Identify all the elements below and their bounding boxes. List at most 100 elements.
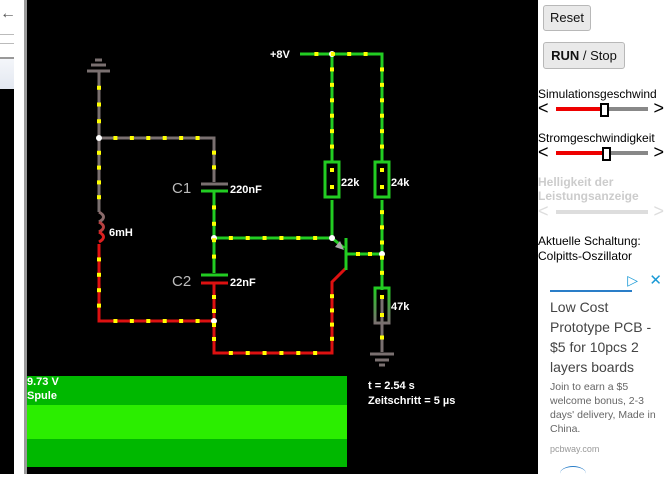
ad-title[interactable]: Low Cost Prototype PCB - $5 for 10pcs 2 … [550, 299, 652, 375]
capacitor-c2[interactable] [201, 273, 228, 285]
c2-name: C2 [172, 273, 191, 290]
gap [14, 0, 24, 474]
sim-speed-label: Simulationsgeschwind [538, 87, 657, 101]
current-dot [97, 272, 101, 277]
current-dot [380, 129, 384, 134]
scope-band-middle [27, 405, 347, 439]
current-dot [97, 150, 101, 155]
current-dot [347, 52, 352, 56]
power-brightness-label-1: Helligkeit der [538, 175, 614, 189]
current-dot [330, 308, 334, 313]
advertisement[interactable]: ▷ ✕ Low Cost Prototype PCB - $5 for 10pc… [548, 270, 668, 474]
ad-body[interactable]: Join to earn a $5 welcome bonus, 2-3 day… [550, 381, 656, 435]
current-dot [195, 136, 200, 140]
slider-thumb[interactable] [600, 103, 609, 117]
r2-value: 24k [391, 177, 410, 189]
resistor-47k[interactable] [373, 286, 391, 325]
current-dot [314, 52, 319, 56]
inductor-6mh[interactable] [98, 210, 105, 244]
divider [0, 34, 14, 35]
current-dot [97, 119, 101, 124]
scope-band-top [27, 376, 347, 405]
current-dot [296, 351, 301, 355]
current-dot [129, 136, 134, 140]
current-dot [380, 98, 384, 103]
current-dot [330, 67, 334, 72]
current-dot [212, 221, 216, 226]
current-dot [162, 319, 167, 323]
current-dot [212, 323, 216, 327]
current-dot [245, 236, 250, 240]
current-dot [330, 168, 334, 172]
current-dot [179, 319, 184, 323]
current-dot [363, 52, 368, 56]
current-dot [97, 165, 101, 170]
current-dot [245, 351, 250, 355]
slider-decrease-icon[interactable]: < [538, 142, 549, 162]
current-dot [113, 136, 118, 140]
ad-logo [560, 466, 586, 481]
current-speed-slider[interactable]: < > [538, 142, 666, 162]
current-dot [212, 295, 216, 299]
current-dot [380, 313, 384, 317]
close-icon[interactable]: ✕ [649, 272, 662, 289]
current-dot [212, 254, 216, 259]
r3-value: 47k [391, 301, 410, 313]
slider-decrease-icon[interactable]: < [538, 98, 549, 118]
slider-thumb[interactable] [602, 147, 611, 161]
slider-decrease-icon: < [538, 201, 549, 221]
wire-neutral[interactable] [97, 71, 384, 352]
current-dot [97, 85, 101, 90]
adchoices-icon[interactable]: ▷ [627, 272, 638, 288]
circuit-diagram[interactable]: +8V C1 220nF C2 22nF 6mH 22k 24k 47k [27, 0, 538, 474]
current-dot [97, 180, 101, 185]
current-speed-label: Stromgeschwindigkeit [538, 131, 655, 145]
current-dot [212, 337, 216, 341]
current-dot [228, 351, 233, 355]
ad-domain[interactable]: pcbway.com [550, 444, 600, 454]
sim-info: t = 2.54 s Zeitschritt = 5 µs [368, 379, 455, 409]
r1-value: 22k [341, 177, 360, 189]
capacitor-c1[interactable] [201, 182, 228, 193]
scope-value: 9.73 V [27, 376, 59, 388]
side-panel-body [0, 89, 14, 474]
transistor[interactable] [331, 236, 348, 270]
current-dot [380, 255, 384, 260]
sim-speed-slider[interactable]: < > [538, 98, 666, 118]
current-dot [212, 205, 216, 210]
current-dot [380, 185, 384, 189]
sim-timestep: Zeitschritt = 5 µs [368, 395, 456, 407]
run-label: RUN [551, 48, 580, 63]
ground-symbol-bottom[interactable] [370, 352, 394, 367]
current-dot [146, 136, 151, 140]
reset-button[interactable]: Reset [543, 5, 591, 31]
ground-symbol-top[interactable] [87, 58, 110, 73]
slider-increase-icon: > [653, 201, 664, 221]
slider-track-empty [606, 151, 648, 155]
stop-label: / Stop [579, 48, 617, 63]
current-dot [330, 98, 334, 103]
current-dot [380, 295, 384, 299]
slider-track-filled [556, 151, 606, 155]
wire-negative[interactable] [97, 244, 348, 355]
current-dot [330, 336, 334, 341]
oscilloscope[interactable]: 9.73 V Spule [27, 376, 347, 467]
current-dot [313, 351, 318, 355]
current-dot [113, 319, 118, 323]
arrow-left-icon[interactable]: ← [0, 5, 16, 22]
current-dot [330, 144, 334, 149]
current-dot [212, 309, 216, 313]
c1-name: C1 [172, 180, 191, 197]
supply-label: +8V [270, 49, 291, 61]
splitter[interactable] [24, 0, 27, 474]
slider-increase-icon[interactable]: > [653, 98, 664, 118]
current-dot [146, 319, 151, 323]
run-stop-button[interactable]: RUN / Stop [543, 42, 625, 69]
browser-side-strip: ← [0, 0, 16, 474]
resistor-24k[interactable] [373, 160, 391, 199]
resistor-22k[interactable] [323, 160, 341, 199]
current-dot [330, 82, 334, 87]
scope-band-bottom [27, 439, 347, 467]
slider-increase-icon[interactable]: > [653, 142, 664, 162]
current-dot [380, 168, 384, 172]
